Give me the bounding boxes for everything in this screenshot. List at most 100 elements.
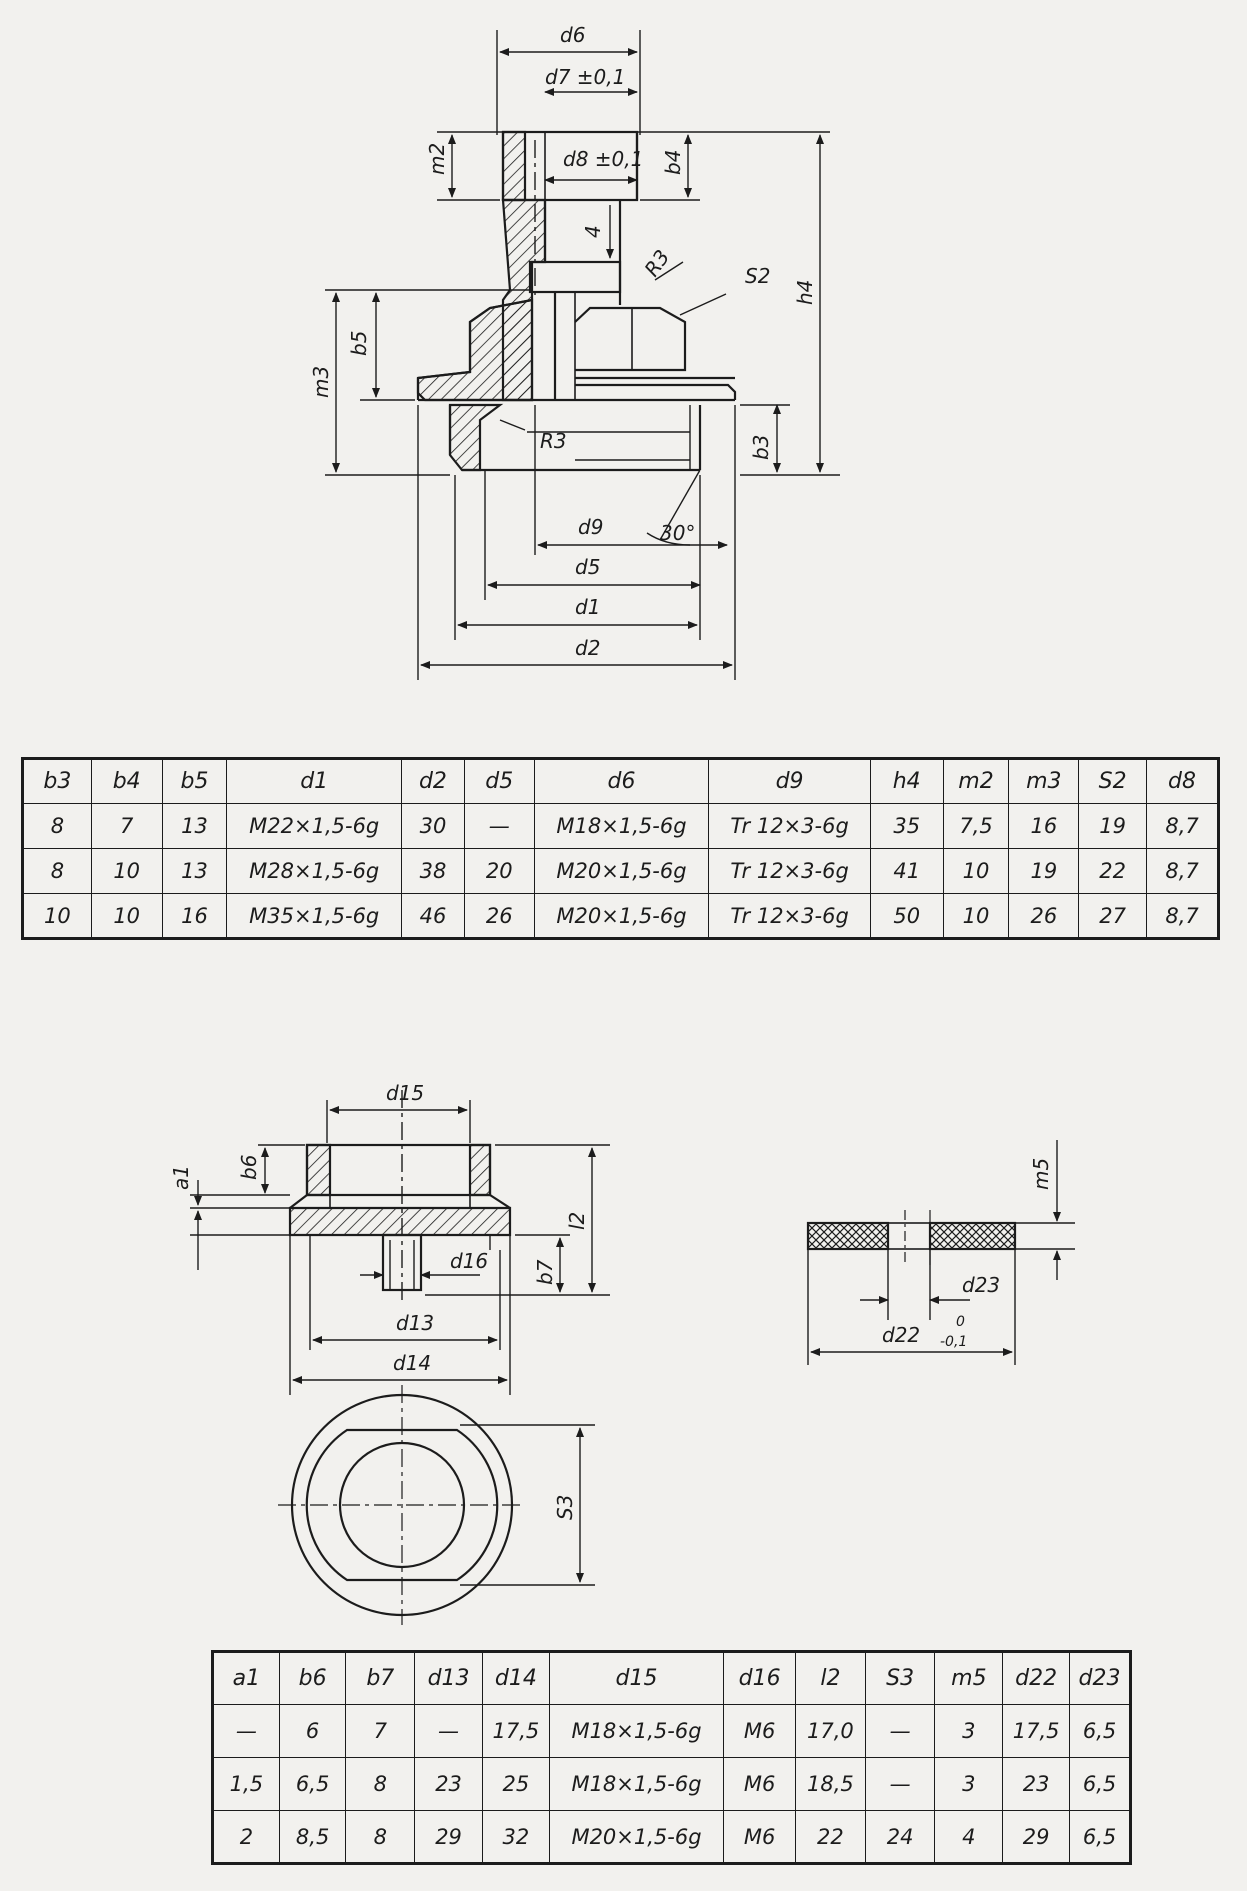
table1-cell: 10 xyxy=(942,848,1010,894)
label-d23: d23 xyxy=(962,1273,1000,1297)
label-d22-tol-upper: 0 xyxy=(956,1314,965,1330)
table1-header: d5 xyxy=(463,758,535,804)
dimension-table-1: b3 b4 b5 d1 d2 d5 d6 d9 h4 m2 m3 S2 d8 8… xyxy=(21,757,1220,940)
label-r3-top: R3 xyxy=(639,245,674,281)
table1-cell: M20×1,5-6g xyxy=(533,848,710,894)
table2-cell: 6,5 xyxy=(278,1757,347,1811)
table2-cell: — xyxy=(212,1704,280,1758)
gasket-drawing xyxy=(806,1210,1017,1265)
table2-cell: 22 xyxy=(795,1810,866,1864)
table1-header-row: b3 b4 b5 d1 d2 d5 d6 d9 h4 m2 m3 S2 d8 xyxy=(22,758,1219,804)
table1-cell: 26 xyxy=(463,893,535,939)
table1-header: m2 xyxy=(942,758,1010,804)
table2-cell: M18×1,5-6g xyxy=(548,1704,725,1758)
table1-cell: 41 xyxy=(869,848,944,894)
table2-cell: 8,5 xyxy=(278,1810,347,1864)
table1-cell: M28×1,5-6g xyxy=(226,848,403,894)
body-section xyxy=(416,298,735,472)
table1-cell: — xyxy=(463,803,535,849)
table2-cell: 18,5 xyxy=(795,1757,866,1811)
table1-header: S2 xyxy=(1078,758,1148,804)
label-b7: b7 xyxy=(533,1259,557,1285)
label-s2: S2 xyxy=(745,264,770,288)
table1-cell: 19 xyxy=(1008,848,1080,894)
table2-cell: 23 xyxy=(414,1757,483,1811)
table2-header: d22 xyxy=(1002,1651,1071,1705)
sleeve-labels: d15 a1 b6 l2 d16 b7 d13 d14 xyxy=(169,1081,589,1375)
label-h4: h4 xyxy=(793,280,817,305)
cap-section xyxy=(501,130,639,202)
table1-cell: 16 xyxy=(1008,803,1080,849)
label-l2: l2 xyxy=(565,1212,589,1230)
label-four: 4 xyxy=(581,225,605,238)
table2-cell: 32 xyxy=(481,1810,550,1864)
table2-header: l2 xyxy=(795,1651,866,1705)
table1-cell: 35 xyxy=(869,803,944,849)
table1-cell: 13 xyxy=(161,803,228,849)
table2-header: S3 xyxy=(864,1651,936,1705)
table2-cell: M6 xyxy=(723,1704,796,1758)
table2-cell: 29 xyxy=(414,1810,483,1864)
label-d6: d6 xyxy=(560,23,585,47)
table2-header: b6 xyxy=(278,1651,347,1705)
table1-cell: 46 xyxy=(401,893,465,939)
label-m3: m3 xyxy=(309,366,333,398)
table2-cell: 3 xyxy=(934,1704,1004,1758)
label-b4: b4 xyxy=(661,150,685,175)
table1-cell: Tr 12×3-6g xyxy=(708,803,871,849)
table1-cell: 7 xyxy=(90,803,163,849)
table1-header: h4 xyxy=(869,758,944,804)
table2-cell: 6 xyxy=(278,1704,347,1758)
table-row: 8 7 13 M22×1,5-6g 30 — M18×1,5-6g Tr 12×… xyxy=(22,803,1219,849)
table2-header: m5 xyxy=(934,1651,1004,1705)
table2-cell: 29 xyxy=(1002,1810,1071,1864)
table1-header: d6 xyxy=(533,758,710,804)
table1-cell: 16 xyxy=(161,893,228,939)
label-m5: m5 xyxy=(1029,1158,1053,1190)
table1-cell: M35×1,5-6g xyxy=(226,893,403,939)
table1-cell: 38 xyxy=(401,848,465,894)
table2-cell: M6 xyxy=(723,1810,796,1864)
table2-cell: — xyxy=(864,1757,936,1811)
table2-cell: — xyxy=(864,1704,936,1758)
table2-cell: 8 xyxy=(345,1810,416,1864)
assembly-dimensions xyxy=(325,30,840,680)
label-b3: b3 xyxy=(749,435,773,460)
table1-cell: 10 xyxy=(90,893,163,939)
table1-header: d2 xyxy=(401,758,465,804)
sleeve-dimensions xyxy=(190,1090,610,1395)
table1-header: b4 xyxy=(90,758,163,804)
table-row: 10 10 16 M35×1,5-6g 46 26 M20×1,5-6g Tr … xyxy=(22,893,1219,939)
table1-cell: 50 xyxy=(869,893,944,939)
table2-header: d14 xyxy=(481,1651,550,1705)
table-row: — 6 7 — 17,5 M18×1,5-6g M6 17,0 — 3 17,5… xyxy=(212,1704,1131,1758)
table1-header: b5 xyxy=(161,758,228,804)
table2-cell: 7 xyxy=(345,1704,416,1758)
table1-cell: 10 xyxy=(942,893,1010,939)
assembly-labels: d6 d7 ±0,1 d8 ±0,1 m2 b4 4 R3 S2 h4 b5 m… xyxy=(309,23,817,660)
table1-cell: 26 xyxy=(1008,893,1080,939)
table2-cell: 6,5 xyxy=(1069,1704,1131,1758)
table1-cell: M22×1,5-6g xyxy=(226,803,403,849)
table1-cell: 13 xyxy=(161,848,228,894)
label-r3-bottom: R3 xyxy=(540,429,567,453)
table-row: 8 10 13 M28×1,5-6g 38 20 M20×1,5-6g Tr 1… xyxy=(22,848,1219,894)
table1-cell: 8,7 xyxy=(1146,893,1219,939)
table1-cell: 20 xyxy=(463,848,535,894)
table1-header: m3 xyxy=(1008,758,1080,804)
table1-cell: Tr 12×3-6g xyxy=(708,893,871,939)
table1-cell: 10 xyxy=(22,893,92,939)
label-d15: d15 xyxy=(386,1081,424,1105)
table1-cell: 30 xyxy=(401,803,465,849)
table1-header: d1 xyxy=(226,758,403,804)
table1-cell: 19 xyxy=(1078,803,1148,849)
table1-header: b3 xyxy=(22,758,92,804)
table1-cell: Tr 12×3-6g xyxy=(708,848,871,894)
label-angle: 30° xyxy=(660,521,695,545)
table1-cell: 8,7 xyxy=(1146,848,1219,894)
table1-header: d9 xyxy=(708,758,871,804)
label-d22-tol-lower: -0,1 xyxy=(940,1334,967,1350)
table2-cell: 3 xyxy=(934,1757,1004,1811)
table2-cell: 6,5 xyxy=(1069,1757,1131,1811)
